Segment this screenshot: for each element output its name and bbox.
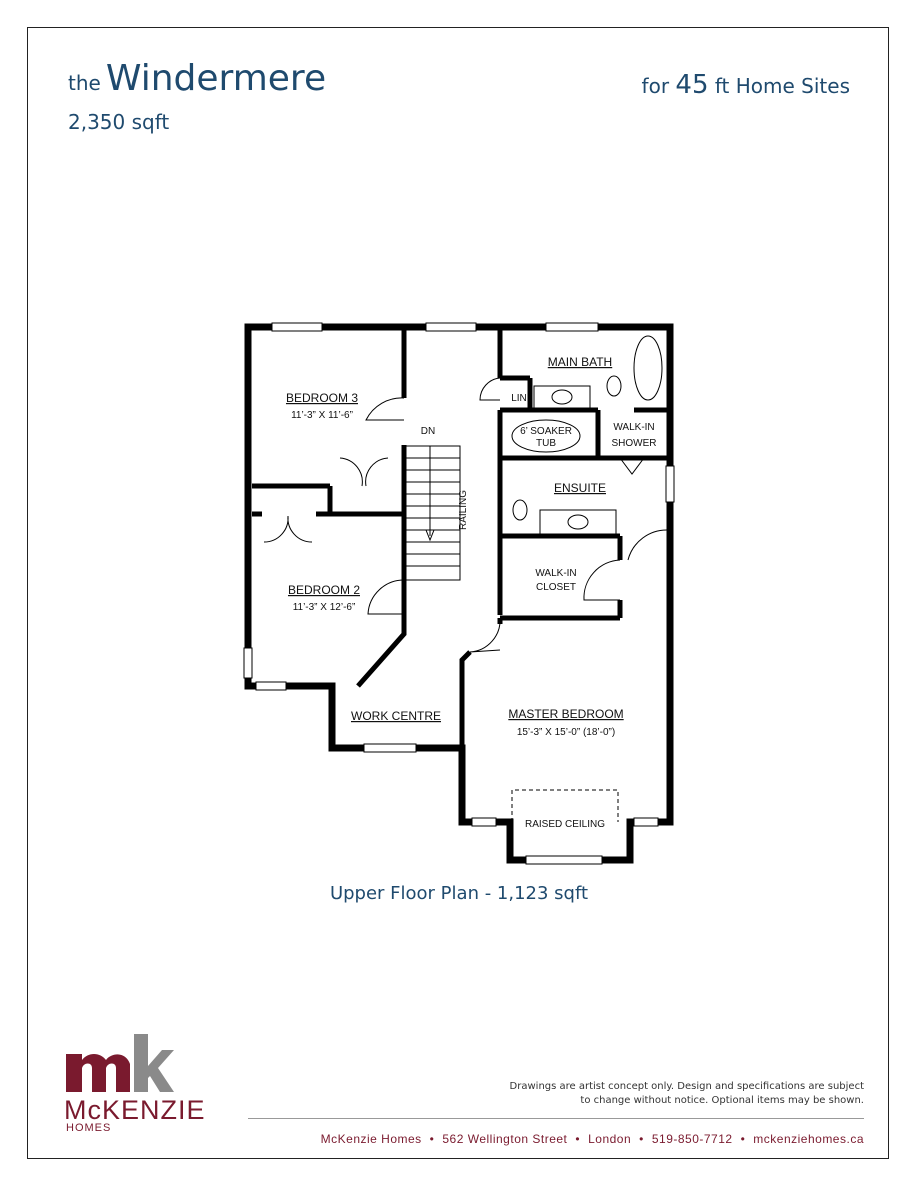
- brand-sub: HOMES: [66, 1122, 112, 1134]
- door-swing: [367, 579, 405, 615]
- page-frame: [27, 27, 889, 1159]
- exterior-wall: [244, 323, 674, 864]
- shower-label-1: WALK-IN: [613, 422, 654, 433]
- master-bedroom-label: MASTER BEDROOM: [508, 707, 623, 721]
- soaker-tub-label-1: 6’ SOAKER: [520, 426, 572, 437]
- window: [525, 855, 603, 865]
- contact-line: McKenzie Homes•562 Wellington Street•Lon…: [320, 1132, 864, 1146]
- main-tub: [633, 335, 663, 401]
- door-swing: [479, 377, 501, 401]
- soaker-tub: [511, 419, 581, 453]
- door-swing: [365, 397, 405, 421]
- work-centre-label: WORK CENTRE: [351, 709, 441, 723]
- main-bath-label: MAIN BATH: [548, 355, 612, 369]
- door-swing: [583, 559, 621, 601]
- contact-phone: 519-850-7712: [651, 1132, 733, 1146]
- brand-m: [66, 1054, 130, 1092]
- master-bedroom-dims: 15’-3” X 15’-0” (18’-0”): [517, 727, 615, 738]
- contact-company: McKenzie Homes: [320, 1132, 422, 1146]
- toilet: [606, 375, 622, 397]
- closet-label-1: WALK-IN: [535, 568, 576, 579]
- title-name: Windermere: [105, 58, 327, 99]
- door-swing: [627, 529, 669, 561]
- plan-caption: Upper Floor Plan - 1,123 sqft: [329, 883, 589, 904]
- closet-door: [263, 515, 313, 543]
- contact-website[interactable]: mckenziehomes.ca: [753, 1132, 864, 1146]
- brand-k: [134, 1034, 174, 1092]
- brand-mark: [66, 1034, 174, 1092]
- footer-divider: [248, 1118, 864, 1119]
- disclaimer-line-2: to change without notice. Optional items…: [580, 1095, 864, 1106]
- window: [363, 743, 417, 753]
- stair-down-label: DN: [421, 426, 435, 437]
- title-prefix: the: [68, 71, 101, 95]
- raised-ceiling-label: RAISED CEILING: [525, 819, 605, 830]
- ensuite-toilet: [512, 499, 528, 521]
- sink: [551, 389, 573, 405]
- window: [633, 817, 659, 827]
- staircase: [403, 445, 461, 581]
- window: [425, 322, 477, 332]
- shower-label-2: SHOWER: [612, 438, 657, 449]
- contact-address: 562 Wellington Street: [442, 1132, 568, 1146]
- bedroom3-dims: 11’-3” X 11’-6”: [291, 410, 353, 421]
- brand-name: McKENZIE: [64, 1095, 206, 1125]
- ensuite-label: ENSUITE: [554, 481, 606, 495]
- raised-ceiling-outline: [511, 789, 619, 822]
- shower-door: [619, 457, 645, 475]
- bedroom2-dims: 11’-3” X 12’-6”: [293, 602, 356, 613]
- plan-title: the Windermere: [68, 58, 326, 99]
- sites-prefix: for: [641, 74, 670, 98]
- linen-label: LIN: [511, 393, 527, 404]
- bedroom3-label: BEDROOM 3: [286, 391, 358, 405]
- disclaimer: Drawings are artist concept only. Design…: [444, 1080, 864, 1108]
- window: [545, 322, 599, 332]
- contact-city: London: [588, 1132, 632, 1146]
- ensuite-sink: [567, 514, 589, 530]
- window: [471, 817, 497, 827]
- soaker-tub-label-2: TUB: [536, 438, 556, 449]
- interior-wall: [459, 650, 472, 748]
- window: [271, 322, 323, 332]
- sites-suffix: ft Home Sites: [714, 74, 850, 98]
- window: [243, 647, 253, 679]
- railing-label: RAILING: [458, 490, 469, 530]
- total-sqft: 2,350 sqft: [68, 110, 170, 134]
- disclaimer-line-1: Drawings are artist concept only. Design…: [509, 1081, 864, 1092]
- interior-wall: [356, 614, 407, 688]
- closet-label-2: CLOSET: [536, 582, 576, 593]
- closet-door: [339, 457, 389, 487]
- window: [665, 465, 675, 503]
- home-sites: for 45 ft Home Sites: [642, 70, 850, 100]
- sites-number: 45: [675, 70, 709, 100]
- window: [255, 681, 287, 691]
- bedroom2-label: BEDROOM 2: [288, 583, 360, 597]
- door-swing: [469, 617, 501, 653]
